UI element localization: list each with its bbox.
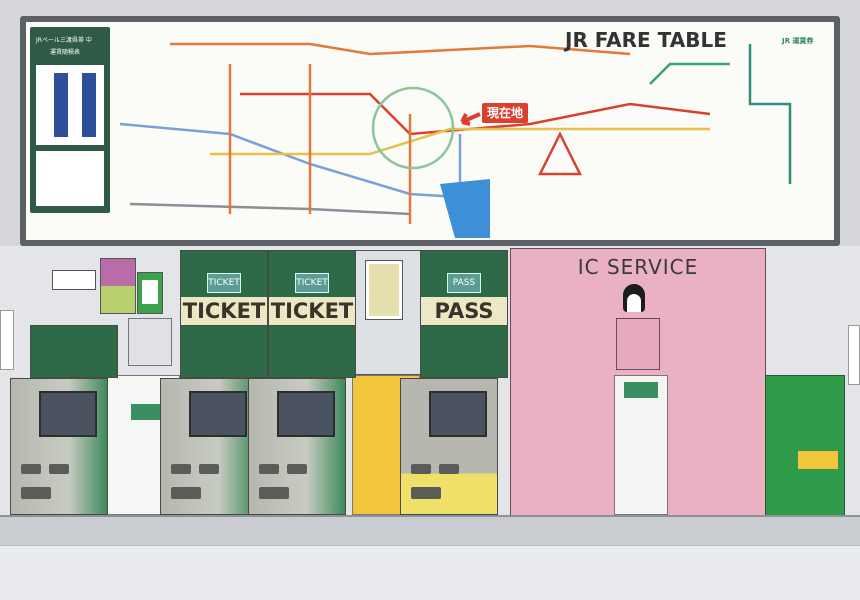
- arrow-icon: [460, 112, 481, 126]
- ticket-outlet[interactable]: [259, 487, 289, 499]
- fare-table-title: JR FARE TABLE: [565, 28, 727, 52]
- machine-tag: TICKET: [207, 273, 241, 293]
- counter-ledge: [0, 515, 860, 545]
- touch-screen[interactable]: [39, 391, 97, 437]
- fare-info-panel: JRベール三渡県帯 中 運賃随積表: [30, 27, 110, 213]
- machine-header-label: TICKET: [181, 297, 267, 325]
- touch-screen[interactable]: [277, 391, 335, 437]
- card-slot[interactable]: [287, 464, 307, 474]
- ic-instruction-panel: [614, 375, 668, 515]
- ic-speaker: [616, 318, 660, 370]
- ticket-outlet[interactable]: [21, 487, 51, 499]
- route-line: [129, 202, 411, 216]
- machine-header-ticket: TICKET TICKET: [180, 250, 268, 325]
- machine-header-label: PASS: [421, 297, 507, 325]
- coin-slot[interactable]: [411, 464, 431, 474]
- card-slot[interactable]: [199, 464, 219, 474]
- ticket-machine[interactable]: [10, 378, 108, 515]
- ticket-machine[interactable]: [248, 378, 346, 515]
- card-slot[interactable]: [439, 464, 459, 474]
- loop-line: [371, 86, 455, 170]
- left-notice: [0, 310, 14, 370]
- green-panel: [765, 375, 845, 520]
- ticket-outlet[interactable]: [171, 487, 201, 499]
- route-line: [170, 42, 631, 56]
- card-sign: [52, 270, 96, 290]
- machine-display-housing: [180, 325, 268, 378]
- current-location-label: 現在地: [482, 103, 528, 123]
- speaker-panel: [128, 318, 172, 366]
- floor: [0, 545, 860, 600]
- machine-display-housing: [268, 325, 356, 378]
- water-area: [440, 179, 490, 238]
- ic-service-title: IC SERVICE: [577, 255, 699, 279]
- machine-header-label: TICKET: [269, 297, 355, 325]
- fare-info-subtitle: 運賃随積表: [50, 49, 81, 56]
- machine-tag: PASS: [447, 273, 481, 293]
- ticket-outlet[interactable]: [411, 487, 441, 499]
- machine-header-ticket: TICKET TICKET: [268, 250, 356, 325]
- coin-slot[interactable]: [259, 464, 279, 474]
- machine-display-housing: [420, 325, 508, 378]
- touch-screen[interactable]: [429, 391, 487, 437]
- intercom-panel: [355, 250, 421, 375]
- route-line: [537, 131, 583, 176]
- ticket-machine[interactable]: [400, 378, 498, 515]
- coin-slot[interactable]: [21, 464, 41, 474]
- penguin-icon: [623, 284, 645, 312]
- jr-logo: JR 運賃券: [782, 37, 814, 45]
- ticket-machine[interactable]: [160, 378, 258, 515]
- route-line: [748, 44, 792, 184]
- coin-slot[interactable]: [171, 464, 191, 474]
- machine-header-pass: PASS PASS: [420, 250, 508, 325]
- touch-screen[interactable]: [189, 391, 247, 437]
- route-line: [649, 62, 730, 85]
- machine-tag: TICKET: [295, 273, 329, 293]
- fare-info-title: JRベール三渡県帯 中: [36, 37, 92, 44]
- color-card-sign: [100, 258, 136, 314]
- right-notice: [848, 325, 860, 385]
- route-map: [119, 42, 792, 238]
- card-slot[interactable]: [49, 464, 69, 474]
- green-card-sign: [137, 272, 163, 314]
- machine-display-housing: [30, 325, 118, 378]
